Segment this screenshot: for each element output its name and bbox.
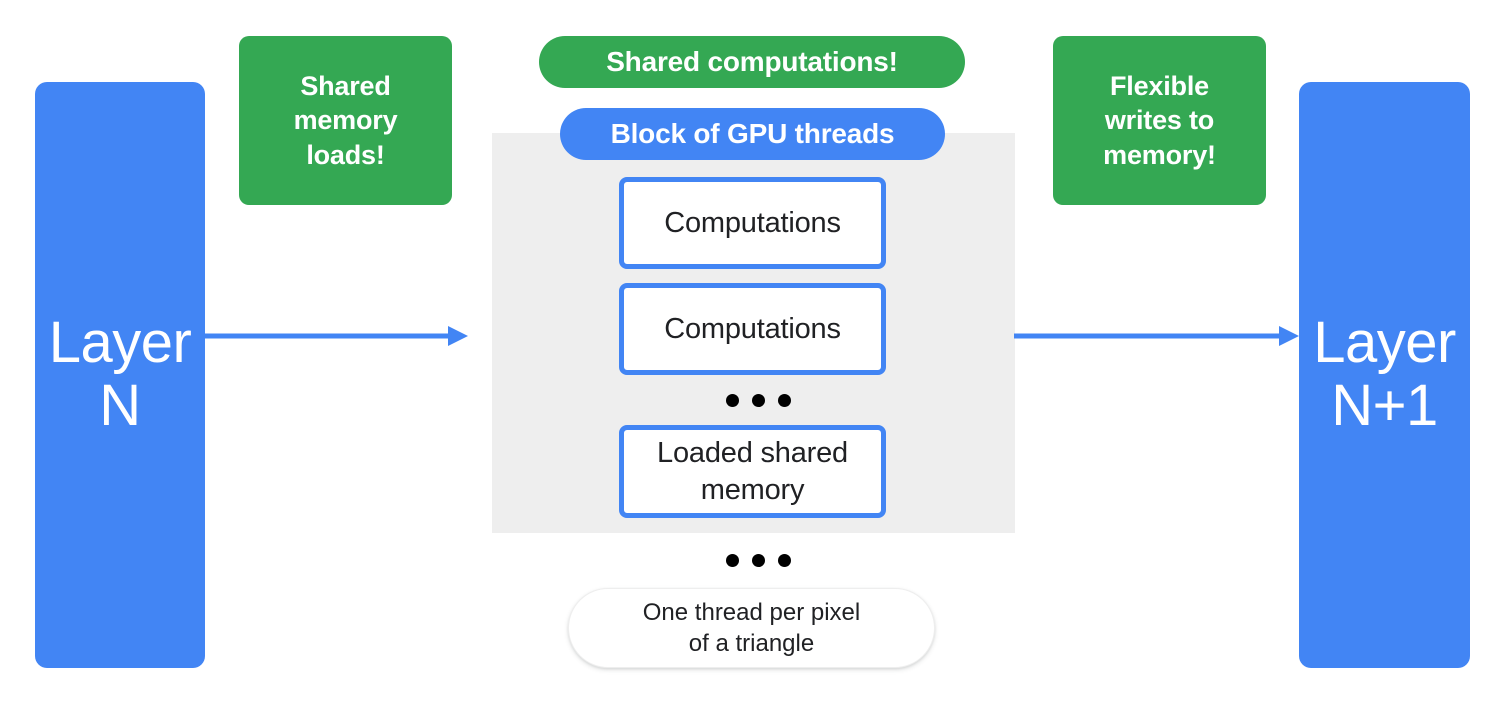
thread-box: Computations xyxy=(619,177,886,269)
ellipsis-inner-icon xyxy=(726,394,791,407)
thread-box: Computations xyxy=(619,283,886,375)
pill-block-of-gpu-threads: Block of GPU threads xyxy=(560,108,945,160)
dot-icon xyxy=(778,394,791,407)
arrow-block-to-layer-np1 xyxy=(1014,324,1299,348)
arrow-layer-n-to-block xyxy=(205,324,468,348)
pill-shared-computations: Shared computations! xyxy=(539,36,965,88)
callout-flexible-writes-to-memory: Flexible writes to memory! xyxy=(1053,36,1266,205)
dot-icon xyxy=(752,554,765,567)
dot-icon xyxy=(726,394,739,407)
ellipsis-outer-icon xyxy=(726,554,791,567)
layer-n-block: Layer N xyxy=(35,82,205,668)
pill-one-thread-per-pixel: One thread per pixel of a triangle xyxy=(568,588,935,668)
thread-box: Loaded shared memory xyxy=(619,425,886,518)
dot-icon xyxy=(726,554,739,567)
dot-icon xyxy=(778,554,791,567)
dot-icon xyxy=(752,394,765,407)
layer-n-plus-1-block: Layer N+1 xyxy=(1299,82,1470,668)
callout-shared-memory-loads: Shared memory loads! xyxy=(239,36,452,205)
